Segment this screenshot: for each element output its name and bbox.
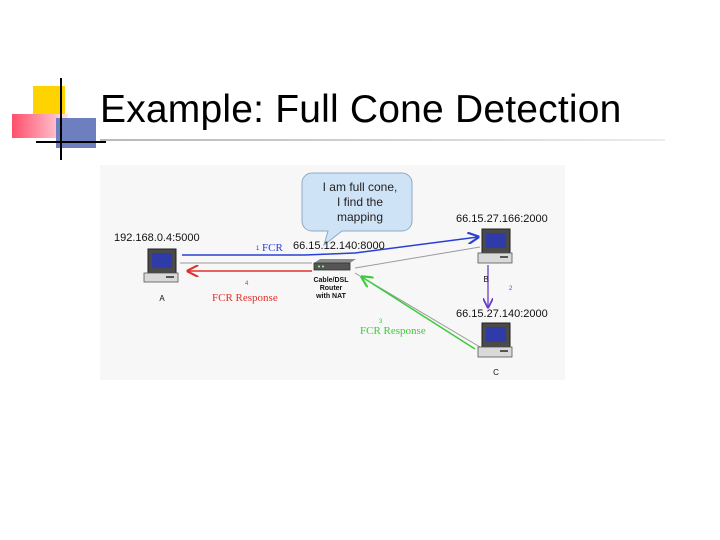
router-label-line-2: Router (320, 285, 343, 292)
router-icon (313, 259, 356, 271)
bubble-line-1: I am full cone, (323, 180, 398, 194)
response-c-step-number: 3 (379, 319, 383, 325)
host-b-label: B (483, 275, 488, 284)
computer-c-icon (477, 322, 513, 358)
response-a-label: FCR Response (212, 292, 278, 304)
decor-yellow-square (33, 86, 65, 118)
host-c-label: C (493, 368, 499, 377)
computer-a-icon (143, 248, 179, 283)
nat-address: 66.15.12.140:8000 (293, 240, 385, 252)
fcr-request-arrow (182, 237, 478, 256)
fcr-step-number: 1 (256, 246, 260, 252)
slide-title: Example: Full Cone Detection (100, 88, 622, 131)
title-underline (100, 139, 665, 141)
response-a-step-number: 4 (245, 281, 249, 287)
router-label-line-1: Cable/DSL (313, 277, 349, 284)
bubble-line-2: I find the (337, 195, 383, 209)
bubble-line-3: mapping (337, 210, 383, 224)
speech-bubble: I am full cone, I find the mapping (301, 172, 413, 247)
link-router-b (354, 246, 481, 269)
host-a-address: 192.168.0.4:5000 (114, 232, 200, 244)
decor-horizontal-line (36, 141, 106, 143)
host-c-address: 66.15.27.140:2000 (456, 308, 548, 320)
response-c-label: FCR Response (360, 325, 426, 337)
host-b-address: 66.15.27.166:2000 (456, 213, 548, 225)
fcr-response-c-arrow (362, 277, 476, 350)
host-a-label: A (159, 294, 165, 303)
b-to-c-step-number: 2 (509, 286, 513, 292)
decor-blue-square (56, 118, 96, 148)
nat-detection-diagram: I am full cone, I find the mapping 192.1… (100, 165, 565, 380)
router-label-line-3: with NAT (315, 293, 347, 300)
computer-b-icon (477, 228, 513, 264)
decor-vertical-line (60, 78, 62, 160)
fcr-label: FCR (262, 242, 283, 254)
